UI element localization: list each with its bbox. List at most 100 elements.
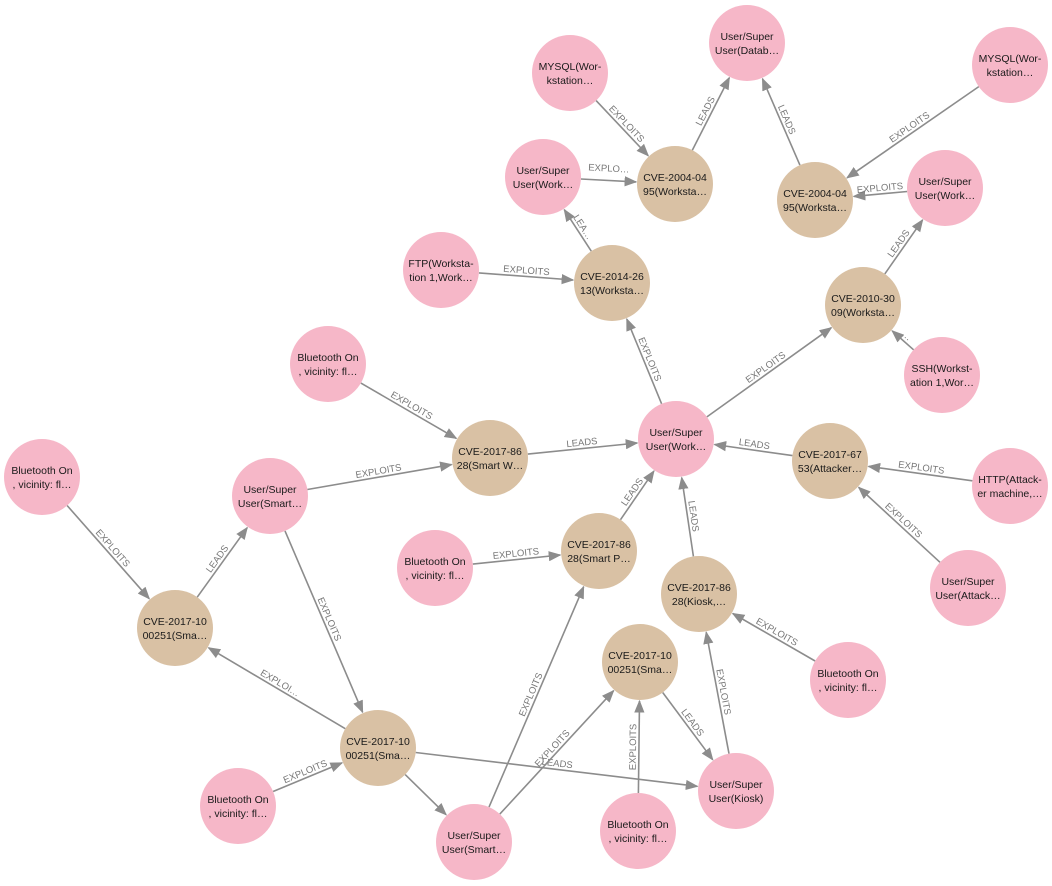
cve-node-t4[interactable]: CVE-2010-3009(Worksta… xyxy=(825,267,901,343)
edge-p10-t9: EXPLOITS xyxy=(66,504,151,600)
node-circle[interactable] xyxy=(709,5,785,81)
node-circle[interactable] xyxy=(777,162,853,238)
asset-node-p7[interactable]: SSH(Workst-ation 1,Wor… xyxy=(904,337,980,413)
node-circle[interactable] xyxy=(397,530,473,606)
edge-label: LEADS xyxy=(204,543,231,575)
node-circle[interactable] xyxy=(4,439,80,515)
node-circle[interactable] xyxy=(232,458,308,534)
edge-label: LEADS xyxy=(775,103,797,136)
edge-t11-p19 xyxy=(404,774,448,816)
edge-arrow xyxy=(626,317,663,405)
node-circle[interactable] xyxy=(638,401,714,477)
node-label-line: User/Super xyxy=(447,830,501,842)
cve-node-t11[interactable]: CVE-2017-1000251(Sma… xyxy=(340,710,416,786)
asset-node-p19[interactable]: User/SuperUser(Smart… xyxy=(436,804,512,880)
node-circle[interactable] xyxy=(637,146,713,222)
edge-arrow xyxy=(472,551,562,565)
cve-node-t3[interactable]: CVE-2014-2613(Worksta… xyxy=(574,245,650,321)
cve-node-t2[interactable]: CVE-2004-0495(Worksta… xyxy=(777,162,853,238)
cve-node-t1[interactable]: CVE-2004-0495(Worksta… xyxy=(637,146,713,222)
edge-p11-t5: EXPLOITS xyxy=(307,461,453,491)
node-circle[interactable] xyxy=(698,753,774,829)
node-circle[interactable] xyxy=(403,232,479,308)
node-label-line: CVE-2010-30 xyxy=(831,293,895,305)
node-circle[interactable] xyxy=(600,793,676,869)
asset-node-p4[interactable]: User/SuperUser(Work… xyxy=(505,139,581,215)
edge-arrow xyxy=(619,470,655,521)
edge-label: EXPLOITS xyxy=(744,350,788,386)
edge-arrow xyxy=(706,326,833,418)
node-label-line: , vicinity: fl… xyxy=(609,833,668,845)
edge-label: EXPLOI… xyxy=(258,668,301,700)
asset-node-p12[interactable]: HTTP(Attack-er machine,… xyxy=(972,448,1048,524)
node-circle[interactable] xyxy=(907,150,983,226)
asset-node-p9[interactable]: User/SuperUser(Work… xyxy=(638,401,714,477)
edge-t10-p17: LEADS xyxy=(662,692,714,761)
edge-label: LEADS xyxy=(738,437,770,452)
cve-node-t6[interactable]: CVE-2017-6753(Attacker… xyxy=(792,423,868,499)
edge-t2-p2: LEADS xyxy=(761,77,801,166)
edge-arrow xyxy=(713,441,793,457)
asset-node-p15[interactable]: Bluetooth On, vicinity: fl… xyxy=(810,642,886,718)
asset-node-p3[interactable]: MYSQL(Wor-kstation… xyxy=(972,27,1048,103)
asset-node-p10[interactable]: Bluetooth On, vicinity: fl… xyxy=(4,439,80,515)
asset-node-p14[interactable]: User/SuperUser(Attack… xyxy=(930,550,1006,626)
node-circle[interactable] xyxy=(200,768,276,844)
node-circle[interactable] xyxy=(561,513,637,589)
asset-node-p1[interactable]: MYSQL(Wor-kstation… xyxy=(532,35,608,111)
node-circle[interactable] xyxy=(436,804,512,880)
asset-node-p13[interactable]: Bluetooth On, vicinity: fl… xyxy=(397,530,473,606)
edge-arrow xyxy=(846,85,980,179)
edge-label: LEADS xyxy=(566,436,598,450)
asset-node-p8[interactable]: Bluetooth On, vicinity: fl… xyxy=(290,326,366,402)
node-circle[interactable] xyxy=(661,556,737,632)
node-circle[interactable] xyxy=(602,624,678,700)
node-circle[interactable] xyxy=(505,139,581,215)
cve-node-t9[interactable]: CVE-2017-1000251(Sma… xyxy=(137,590,213,666)
asset-node-p2[interactable]: User/SuperUser(Datab… xyxy=(709,5,785,81)
edge-arrow xyxy=(307,461,453,491)
edge-label: LEADS xyxy=(886,228,913,260)
node-circle[interactable] xyxy=(574,245,650,321)
edge-p14-t6: EXPLOITS xyxy=(857,486,941,563)
node-circle[interactable] xyxy=(137,590,213,666)
node-circle[interactable] xyxy=(340,710,416,786)
node-circle[interactable] xyxy=(930,550,1006,626)
nodes-layer: MYSQL(Wor-kstation… User/SuperUser(Datab…… xyxy=(4,5,1048,880)
node-circle[interactable] xyxy=(904,337,980,413)
edge-arrow xyxy=(196,526,248,598)
edge-label: EXPLOITS xyxy=(713,668,732,716)
cve-node-t8[interactable]: CVE-2017-8628(Kiosk,… xyxy=(661,556,737,632)
edge-t9-p11: LEADS xyxy=(196,526,248,598)
asset-node-p5[interactable]: User/SuperUser(Work… xyxy=(907,150,983,226)
edge-arrow xyxy=(891,330,915,351)
edge-arrow xyxy=(731,612,816,662)
edge-t5-p9: LEADS xyxy=(527,436,639,455)
node-circle[interactable] xyxy=(825,267,901,343)
edge-arrow xyxy=(852,190,908,201)
node-circle[interactable] xyxy=(532,35,608,111)
edge-label: EXPLOITS xyxy=(517,671,545,718)
node-label-line: 00251(Sma… xyxy=(143,630,208,642)
edge-p17-t8: EXPLOITS xyxy=(703,631,733,754)
node-circle[interactable] xyxy=(792,423,868,499)
node-circle[interactable] xyxy=(972,27,1048,103)
edge-label: EXPLOITS xyxy=(882,501,924,541)
node-circle[interactable] xyxy=(452,420,528,496)
node-circle[interactable] xyxy=(972,448,1048,524)
edge-t4-p5: LEADS xyxy=(884,218,924,275)
edge-t11-p17: LEADS xyxy=(415,751,699,791)
asset-node-p16[interactable]: Bluetooth On, vicinity: fl… xyxy=(200,768,276,844)
node-label-line: MYSQL(Wor- xyxy=(979,53,1042,65)
edge-p5-t2: EXPLOITS xyxy=(852,181,908,201)
cve-node-t10[interactable]: CVE-2017-1000251(Sma… xyxy=(602,624,678,700)
node-circle[interactable] xyxy=(290,326,366,402)
asset-node-p6[interactable]: FTP(Worksta-tion 1,Work… xyxy=(403,232,479,308)
node-label-line: 28(Kiosk,… xyxy=(672,596,726,608)
asset-node-p11[interactable]: User/SuperUser(Smart… xyxy=(232,458,308,534)
asset-node-p18[interactable]: Bluetooth On, vicinity: fl… xyxy=(600,793,676,869)
node-circle[interactable] xyxy=(810,642,886,718)
